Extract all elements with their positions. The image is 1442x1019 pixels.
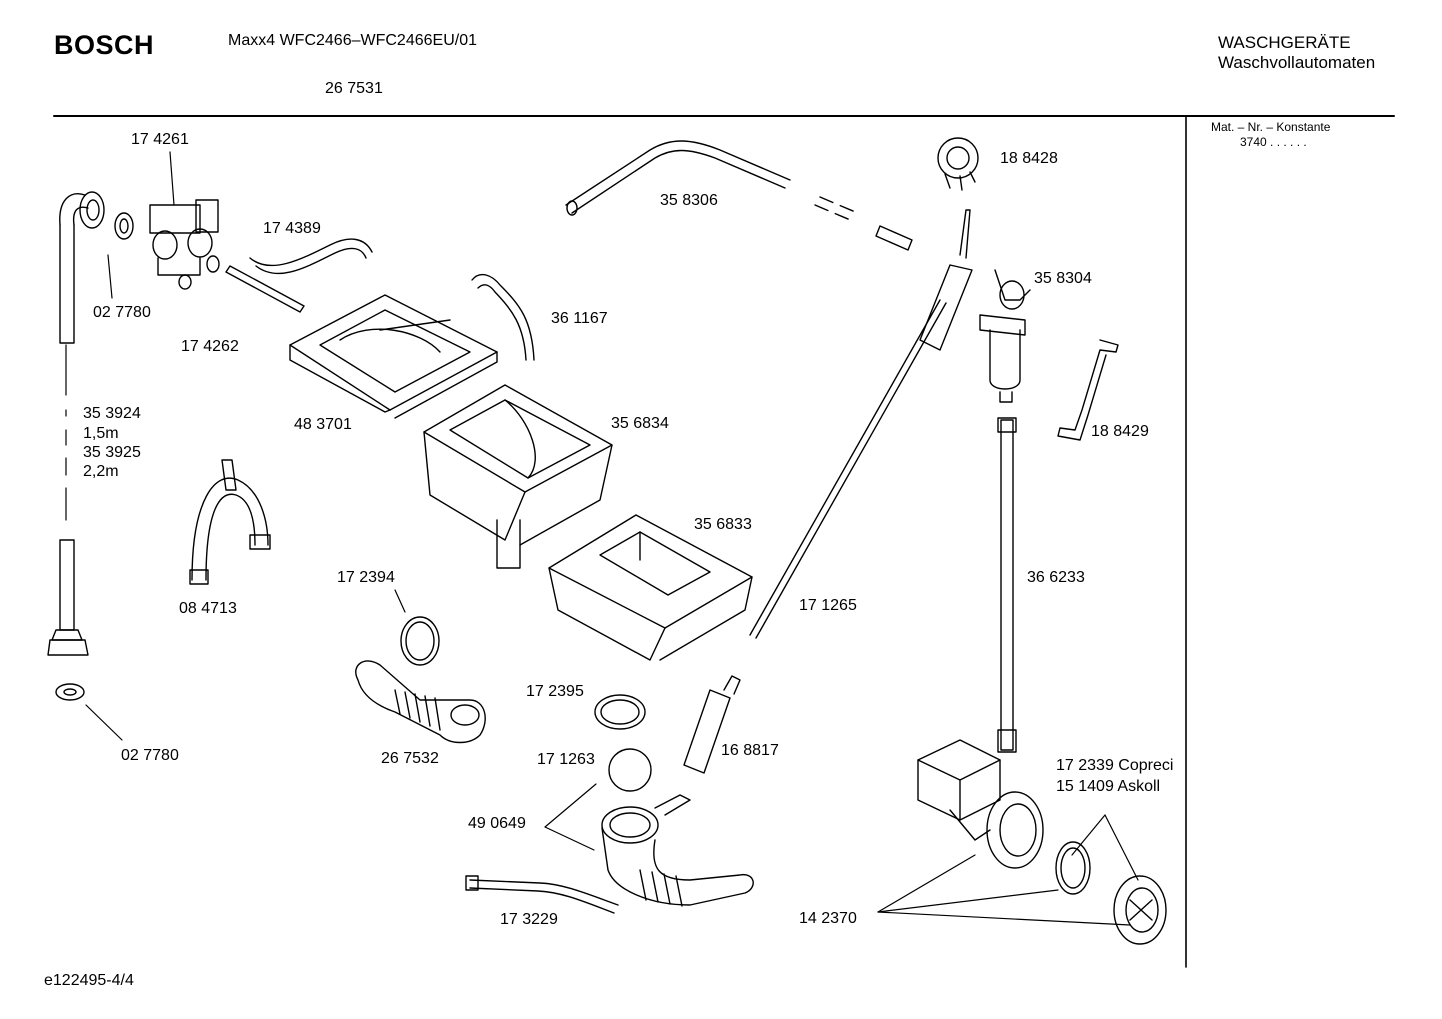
part-label[interactable]: 15 1409 Askoll: [1056, 778, 1161, 795]
air-trap-icon: [979, 269, 1031, 403]
part-label[interactable]: 36 1167: [551, 310, 608, 327]
part-label[interactable]: 35 3924: [83, 405, 141, 422]
part-label[interactable]: 1,5m: [83, 425, 119, 442]
o-ring-icon: [594, 694, 646, 730]
bellows-hose-icon: [355, 660, 486, 744]
hose-icon: [249, 238, 373, 275]
seal-ring-icon: [1055, 841, 1091, 895]
model-title: Maxx4 WFC2466–WFC2466EU/01: [228, 32, 477, 49]
part-label[interactable]: 16 8817: [721, 742, 779, 759]
brand-logo: BOSCH: [54, 30, 155, 60]
part-label[interactable]: 35 8306: [660, 192, 718, 209]
part-label[interactable]: 2,2m: [83, 463, 119, 480]
part-label[interactable]: 35 6834: [611, 415, 669, 432]
part-label[interactable]: 18 8428: [1000, 150, 1058, 167]
leader-lines: [65, 151, 1139, 926]
part-label[interactable]: 17 2339 Copreci: [1056, 757, 1174, 774]
solenoid-valve-icon: [149, 199, 220, 290]
dispenser-housing-icon: [423, 384, 613, 569]
part-label[interactable]: 35 6833: [694, 516, 752, 533]
part-label[interactable]: 14 2370: [799, 910, 857, 927]
drain-hose-icon: [997, 417, 1017, 753]
category-title: WASCHGERÄTE: [1218, 33, 1351, 52]
frame-lines: [53, 115, 1395, 968]
part-label[interactable]: 17 4261: [131, 131, 189, 148]
part-label[interactable]: 08 4713: [179, 600, 237, 617]
washer-icon: [55, 212, 134, 701]
part-label[interactable]: 35 3925: [83, 444, 141, 461]
tube-icon: [225, 265, 305, 313]
part-label[interactable]: 02 7780: [121, 747, 179, 764]
part-label[interactable]: 36 6233: [1027, 569, 1085, 586]
mat-nr-label: Mat. – Nr. – Konstante: [1211, 120, 1331, 134]
part-label[interactable]: 17 1265: [799, 597, 857, 614]
part-label[interactable]: 49 0649: [468, 815, 526, 832]
document-id: e122495-4/4: [44, 972, 134, 989]
siphon-icon: [189, 459, 271, 585]
hose-icon: [1057, 339, 1119, 441]
part-label[interactable]: 48 3701: [294, 416, 352, 433]
hose-icon: [465, 875, 619, 914]
part-label[interactable]: 17 1263: [537, 751, 595, 768]
mat-nr-value: 3740 . . . . . .: [1240, 135, 1307, 149]
part-label[interactable]: 18 8429: [1091, 423, 1149, 440]
dispenser-cover-icon: [289, 294, 498, 419]
dispenser-drawer-icon: [548, 514, 753, 661]
part-label[interactable]: 17 4262: [181, 338, 239, 355]
diagram-number: 26 7531: [325, 80, 383, 97]
sump-hose-icon: [601, 794, 754, 907]
pump-filter-icon: [1113, 875, 1167, 945]
part-label[interactable]: 26 7532: [381, 750, 439, 767]
part-label[interactable]: 02 7780: [93, 304, 151, 321]
pressure-switch-icon: [937, 137, 979, 191]
o-ring-icon: [400, 616, 440, 666]
part-label[interactable]: 17 2395: [526, 683, 584, 700]
ball-valve-icon: [608, 748, 652, 792]
part-label[interactable]: 35 8304: [1034, 270, 1092, 287]
part-label[interactable]: 17 2394: [337, 569, 395, 586]
long-hose-icon: [565, 140, 913, 251]
sensor-icon: [683, 675, 741, 774]
part-label[interactable]: 17 3229: [500, 911, 558, 928]
drain-pump-icon: [917, 739, 1044, 869]
inlet-hose-icon: [47, 191, 105, 656]
hose-icon: [471, 273, 535, 361]
part-label[interactable]: 17 4389: [263, 220, 321, 237]
subcategory-title: Waschvollautomaten: [1218, 53, 1376, 72]
pressure-hose-icon: [749, 209, 973, 639]
